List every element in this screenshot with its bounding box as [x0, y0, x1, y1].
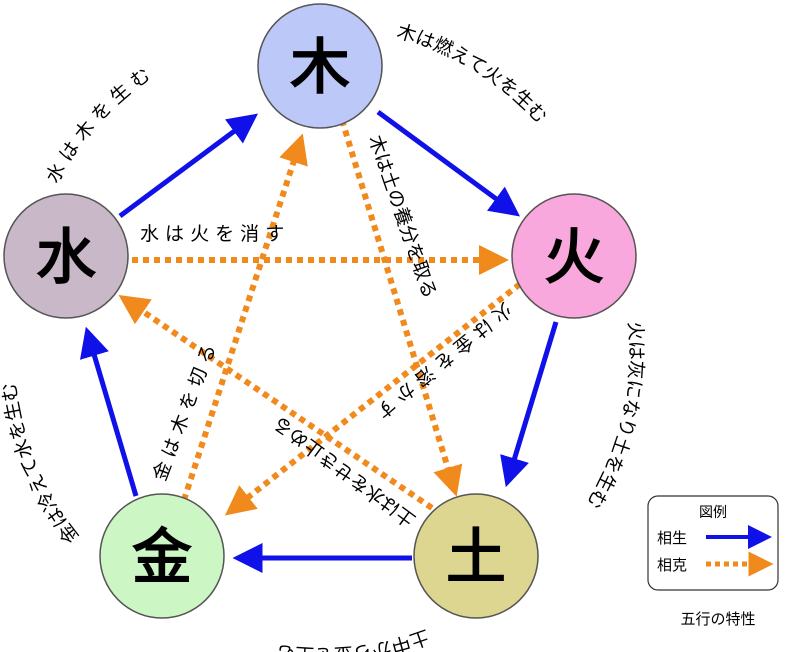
- node-wood-label: 木: [290, 33, 350, 103]
- node-earth-circle: [413, 493, 539, 619]
- label-wood-fire: 木は燃えて火を生む: [394, 21, 551, 128]
- label-earth-metal: 土中から金を生む: [274, 625, 431, 652]
- node-metal: 金: [99, 493, 225, 619]
- arrow-wood-to-earth: [339, 119, 463, 497]
- node-earth-label: 土: [446, 523, 506, 593]
- node-fire-circle: [511, 193, 637, 319]
- arrow-water-to-wood: [118, 113, 259, 219]
- node-fire-label: 火: [544, 223, 604, 293]
- node-fire: 火: [511, 193, 637, 319]
- legend-generating-label: 相生: [657, 529, 687, 547]
- arrow-fire-to-earth: [500, 321, 559, 488]
- label-earth-water: 土は水をせき止める: [269, 412, 419, 532]
- node-water-circle: [3, 193, 129, 319]
- caption: 五行の特性: [680, 610, 755, 628]
- label-fire-metal: 火 は 金 を 溶 か す: [371, 298, 516, 423]
- label-wood-earth: 木は土の養分を取る: [364, 132, 441, 301]
- arrow-earth-to-water: [118, 294, 434, 511]
- label-metal-water: 金は冷えて水を生む: [0, 381, 83, 547]
- label-water-fire: 水 は 火 を 消 す: [140, 223, 284, 245]
- node-wood-circle: [257, 3, 383, 129]
- generating-arrows: [80, 109, 559, 573]
- label-water-wood: 水 は 木 を 生 む: [42, 64, 155, 187]
- node-wood: 木: [257, 3, 383, 129]
- node-metal-label: 金: [132, 523, 193, 593]
- label-fire-earth: 火は灰になり土を生む: [582, 321, 647, 513]
- node-water: 水: [3, 193, 129, 319]
- overcoming-arrows: [118, 119, 522, 516]
- legend-title: 図例: [699, 505, 727, 521]
- node-earth: 土: [413, 493, 539, 619]
- node-water-label: 水: [36, 223, 97, 293]
- arrow-fire-to-metal: [224, 281, 522, 516]
- legend-overcoming-label: 相克: [657, 556, 687, 574]
- node-metal-circle: [99, 493, 225, 619]
- arrow-wood-to-fire: [376, 109, 521, 217]
- arrow-metal-to-water: [80, 326, 139, 497]
- legend: 図例 相生 相克: [647, 495, 779, 591]
- arrow-metal-to-wood: [181, 133, 308, 501]
